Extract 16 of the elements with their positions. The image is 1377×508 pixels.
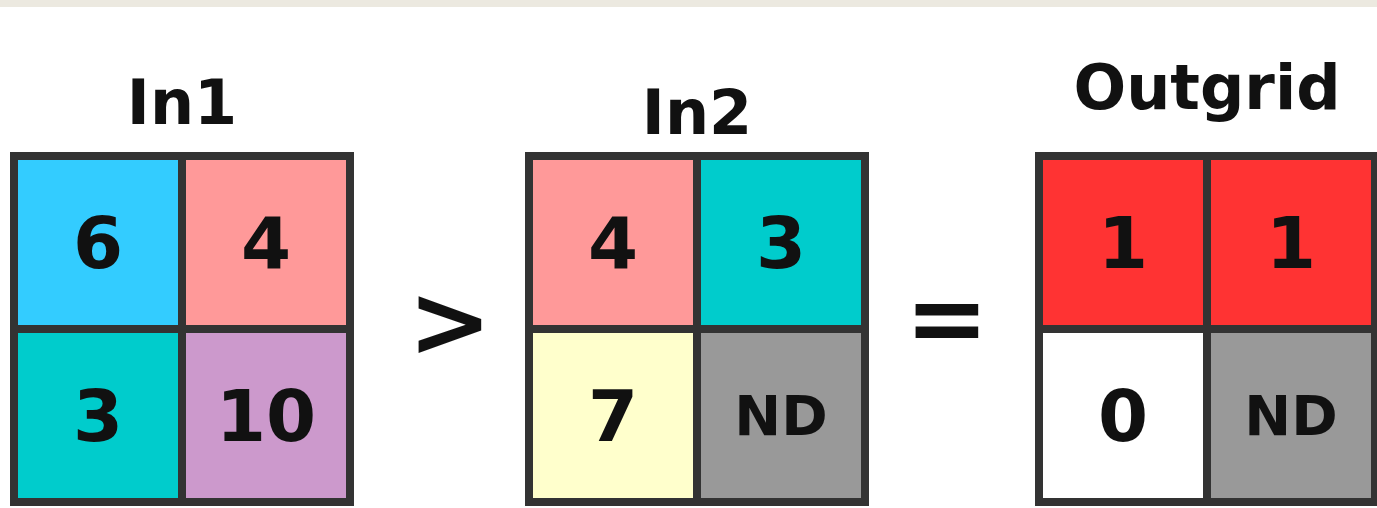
grid-cell: 0 xyxy=(1043,333,1203,498)
grid-title: In2 xyxy=(640,82,754,144)
grid-cell: 3 xyxy=(701,160,861,325)
grid-cell: 3 xyxy=(18,333,178,498)
grid-cell: 4 xyxy=(533,160,693,325)
grid-cell: 10 xyxy=(186,333,346,498)
grid-cell: 7 xyxy=(533,333,693,498)
grid-cell: 6 xyxy=(18,160,178,325)
equals-sign: = xyxy=(905,268,989,368)
grid-cell: ND xyxy=(701,333,861,498)
grid-cell: 1 xyxy=(1043,160,1203,325)
grid-title: In1 xyxy=(125,72,239,134)
grid-cell: 1 xyxy=(1211,160,1371,325)
grid-cell: 4 xyxy=(186,160,346,325)
grid-cell: ND xyxy=(1211,333,1371,498)
greater-than-sign: > xyxy=(408,272,492,372)
